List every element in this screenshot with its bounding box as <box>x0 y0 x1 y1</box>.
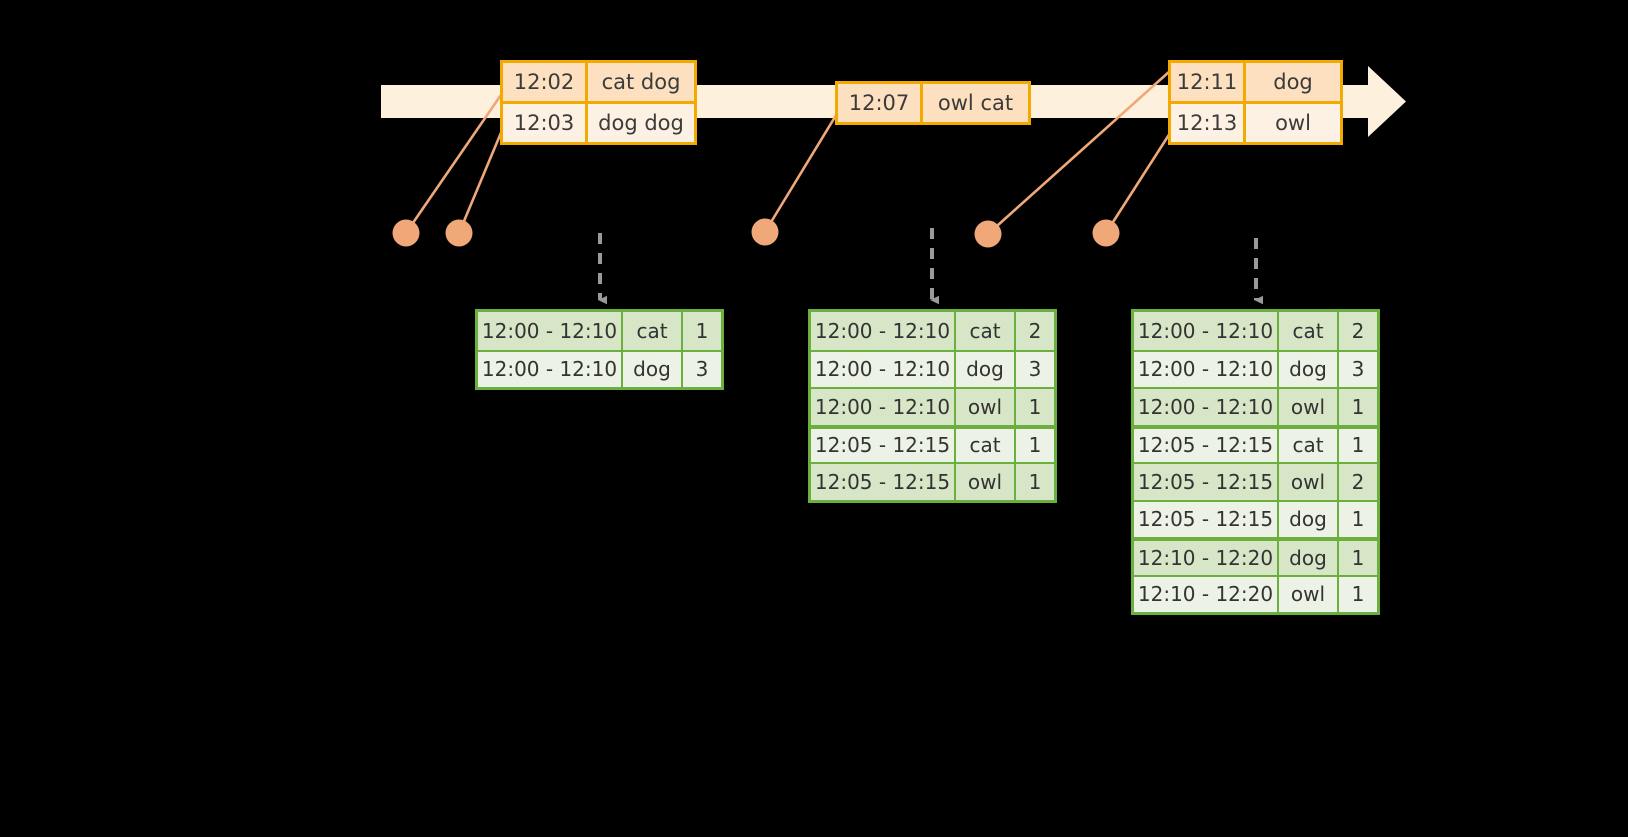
cell-window: 12:10 - 12:20 <box>1134 541 1279 575</box>
trigger-dots-group <box>392 218 1120 248</box>
cell-window: 12:00 - 12:10 <box>811 351 956 387</box>
cell-word: owl <box>956 464 1016 500</box>
cell-count: 2 <box>1351 469 1365 494</box>
cell-count: 1 <box>1028 469 1042 494</box>
connector-line-5 <box>1104 128 1174 235</box>
cell-count: 3 <box>1028 357 1042 382</box>
event-row: 12:02 cat dog <box>503 63 694 101</box>
cell-window: 12:05 - 12:15 <box>1134 464 1279 500</box>
cell-word: cat <box>956 428 1016 462</box>
cell-count: 3 <box>695 357 709 382</box>
cell-word: cat <box>623 312 683 350</box>
event-time: 12:13 <box>1171 104 1246 142</box>
event-time: 12:07 <box>838 84 923 122</box>
cell-word: cat <box>1279 428 1339 462</box>
cell-window: 12:00 - 12:10 <box>478 312 623 350</box>
event-box-2[interactable]: 12:07 owl cat <box>835 81 1031 125</box>
connector-line-1 <box>404 90 505 235</box>
cell-count: 1 <box>1351 582 1365 607</box>
connector-line-2 <box>457 126 505 235</box>
cell-window: 12:00 - 12:10 <box>1134 312 1279 350</box>
event-box-3[interactable]: 12:11 dog 12:13 owl <box>1168 60 1343 145</box>
cell-count: 2 <box>1351 318 1365 343</box>
cell-window: 12:00 - 12:10 <box>1134 389 1279 425</box>
emit-arrows-group <box>598 228 1263 305</box>
cell-window: 12:10 - 12:20 <box>1134 576 1279 612</box>
trigger-dot-4 <box>974 220 1002 248</box>
trigger-dot-3 <box>751 218 779 246</box>
cell-window: 12:05 - 12:15 <box>1134 501 1279 537</box>
cell-word: owl <box>1279 389 1339 425</box>
event-time: 12:11 <box>1171 63 1246 101</box>
event-row: 12:11 dog <box>1171 63 1340 101</box>
trigger-dot-1 <box>392 219 420 247</box>
event-row: 12:03 dog dog <box>503 101 694 142</box>
cell-window: 12:05 - 12:15 <box>1134 428 1279 462</box>
cell-window: 12:05 - 12:15 <box>811 464 956 500</box>
cell-window: 12:00 - 12:10 <box>811 389 956 425</box>
event-row: 12:07 owl cat <box>838 84 1028 122</box>
cell-count: 1 <box>1028 394 1042 419</box>
cell-count: 2 <box>1028 318 1042 343</box>
trigger-dot-5 <box>1092 219 1120 247</box>
cell-word: owl <box>956 389 1016 425</box>
event-words: dog <box>1273 70 1313 94</box>
cell-count: 1 <box>1028 433 1042 458</box>
cell-word: dog <box>1279 501 1339 537</box>
cell-window: 12:00 - 12:10 <box>478 351 623 387</box>
cell-word: cat <box>956 312 1016 350</box>
cell-count: 1 <box>1351 394 1365 419</box>
cell-word: dog <box>623 351 683 387</box>
event-box-1[interactable]: 12:02 cat dog 12:03 dog dog <box>500 60 697 145</box>
event-words: owl cat <box>937 91 1014 115</box>
cell-word: dog <box>1279 541 1339 575</box>
event-words: dog dog <box>598 111 684 135</box>
cell-word: dog <box>956 351 1016 387</box>
cell-count: 3 <box>1351 357 1365 382</box>
cell-word: owl <box>1279 464 1339 500</box>
trigger-dot-2 <box>445 219 473 247</box>
cell-window: 12:00 - 12:10 <box>1134 351 1279 387</box>
cell-window: 12:05 - 12:15 <box>811 428 956 462</box>
event-words: cat dog <box>601 70 681 94</box>
cell-word: cat <box>1279 312 1339 350</box>
cell-count: 1 <box>1351 433 1365 458</box>
cell-word: dog <box>1279 351 1339 387</box>
connector-line-3 <box>763 110 840 234</box>
cell-count: 1 <box>1351 545 1365 570</box>
cell-count: 1 <box>695 318 709 343</box>
event-words: owl <box>1275 111 1311 135</box>
event-time: 12:02 <box>503 63 588 101</box>
cell-count: 1 <box>1351 507 1365 532</box>
cell-window: 12:00 - 12:10 <box>811 312 956 350</box>
event-time: 12:03 <box>503 104 588 142</box>
cell-word: owl <box>1279 576 1339 612</box>
event-row: 12:13 owl <box>1171 101 1340 142</box>
